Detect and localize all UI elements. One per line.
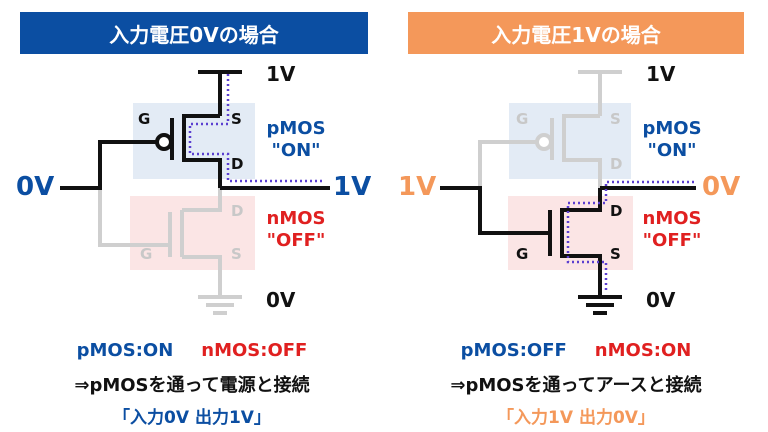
vdd-label: 1V: [646, 62, 676, 86]
current-path: [188, 74, 325, 183]
nmos-state: nMOS "OFF": [632, 208, 712, 252]
summary-nmos: nMOS:ON: [594, 340, 692, 361]
nmos-transistor: [440, 186, 696, 285]
input-voltage-label: 1V: [398, 172, 437, 202]
nmos-name: nMOS: [642, 208, 702, 229]
pmos-state: pMOS "ON": [634, 118, 710, 162]
pmos-transistor: [478, 70, 622, 188]
pmos-drain-label: D: [231, 155, 244, 173]
summary-explanation: ⇒pMOSを通って電源と接続: [74, 375, 310, 396]
ground-symbol: [578, 285, 622, 315]
panel-title: 入力電圧0Vの場合: [20, 12, 368, 54]
nmos-gate-label: G: [516, 245, 529, 263]
pmos-status: "ON": [647, 140, 697, 161]
summary-nmos: nMOS:OFF: [201, 340, 308, 361]
nmos-source-label: S: [610, 245, 621, 263]
summary-result: 「入力0V 出力1V」: [113, 408, 271, 428]
gnd-label: 0V: [266, 288, 296, 312]
nmos-drain-label: D: [231, 202, 244, 220]
nmos-state: nMOS "OFF": [256, 208, 336, 252]
pmos-gate-label: G: [138, 110, 151, 128]
pmos-transistor: [60, 70, 330, 190]
pmos-source-label: S: [610, 110, 621, 128]
summary-pmos: pMOS:OFF: [460, 340, 567, 361]
inverter-circuit: [60, 70, 330, 315]
panel-title: 入力電圧1Vの場合: [408, 12, 744, 54]
summary-explanation: ⇒pMOSを通ってアースと接続: [450, 375, 702, 396]
input-voltage-label: 0V: [16, 172, 55, 202]
pmos-name: pMOS: [642, 118, 702, 139]
summary-pmos: pMOS:ON: [76, 340, 174, 361]
pmos-state: pMOS "ON": [258, 118, 334, 162]
pmos-gate-label: G: [516, 110, 529, 128]
summary-result: 「入力1V 出力0V」: [497, 408, 655, 428]
nmos-source-label: S: [231, 245, 242, 263]
nmos-drain-label: D: [610, 202, 623, 220]
panel-input-1v: 入力電圧1Vの場合: [384, 0, 768, 432]
nmos-transistor: [98, 188, 222, 285]
nmos-status: "OFF": [642, 230, 702, 251]
ground-symbol: [198, 285, 242, 315]
vdd-label: 1V: [266, 62, 296, 86]
pmos-source-label: S: [231, 110, 242, 128]
summary-states: pMOS:OFF nMOS:ON: [384, 340, 768, 361]
output-voltage-label: 0V: [702, 172, 741, 202]
nmos-gate-label: G: [140, 245, 153, 263]
pmos-name: pMOS: [266, 118, 326, 139]
pmos-drain-label: D: [610, 155, 623, 173]
panel-input-0v: 入力電圧0Vの場合: [0, 12, 384, 428]
gnd-label: 0V: [646, 288, 676, 312]
nmos-name: nMOS: [266, 208, 326, 229]
output-voltage-label: 1V: [333, 172, 372, 202]
nmos-status: "OFF": [266, 230, 326, 251]
pmos-status: "ON": [271, 140, 321, 161]
summary-states: pMOS:ON nMOS:OFF: [0, 340, 384, 361]
inverter-circuit: [440, 70, 696, 315]
current-path: [566, 180, 694, 292]
